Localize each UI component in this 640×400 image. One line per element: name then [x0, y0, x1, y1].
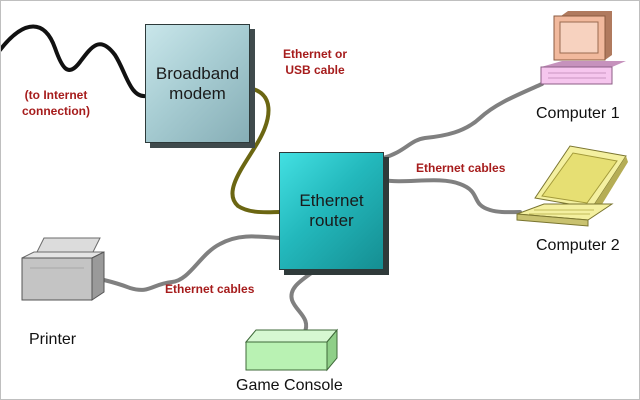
computer2-label: Computer 2 — [536, 237, 620, 254]
router-computer2-cable — [381, 178, 522, 215]
modem-router-cable — [230, 86, 282, 215]
router-console-cable — [289, 266, 320, 336]
internet-cable — [0, 24, 148, 98]
router-computer1-cable — [381, 82, 544, 160]
modem-cable-label-line1: Ethernet or — [283, 47, 348, 61]
modem-label-line2: modem — [169, 83, 226, 103]
modem-cable-label-line2: USB cable — [285, 63, 345, 78]
computer2-icon — [516, 145, 628, 227]
modem-cable-label: Ethernet or USB cable — [283, 46, 347, 78]
ethernet-cables-label-right: Ethernet cables — [416, 161, 506, 175]
ethernet-cables-label-left: Ethernet cables — [165, 282, 255, 296]
internet-label-line2: connection) — [22, 104, 90, 119]
ethernet-router: Ethernet router — [279, 152, 384, 270]
internet-connection-label: (to Internet connection) — [22, 87, 90, 119]
printer-label: Printer — [29, 331, 77, 348]
broadband-modem: Broadband modem — [145, 24, 250, 143]
router-label-line1: Ethernet — [299, 191, 364, 211]
computer1-label: Computer 1 — [536, 105, 620, 122]
console-icon — [244, 328, 339, 372]
printer-icon — [21, 237, 105, 301]
router-printer-cable — [102, 234, 282, 292]
modem-label-line1: Broadband — [155, 63, 240, 83]
console-label: Game Console — [236, 377, 343, 394]
internet-label-line1: (to Internet — [24, 88, 88, 102]
router-label-line2: router — [309, 211, 354, 230]
computer1-icon — [540, 11, 626, 85]
